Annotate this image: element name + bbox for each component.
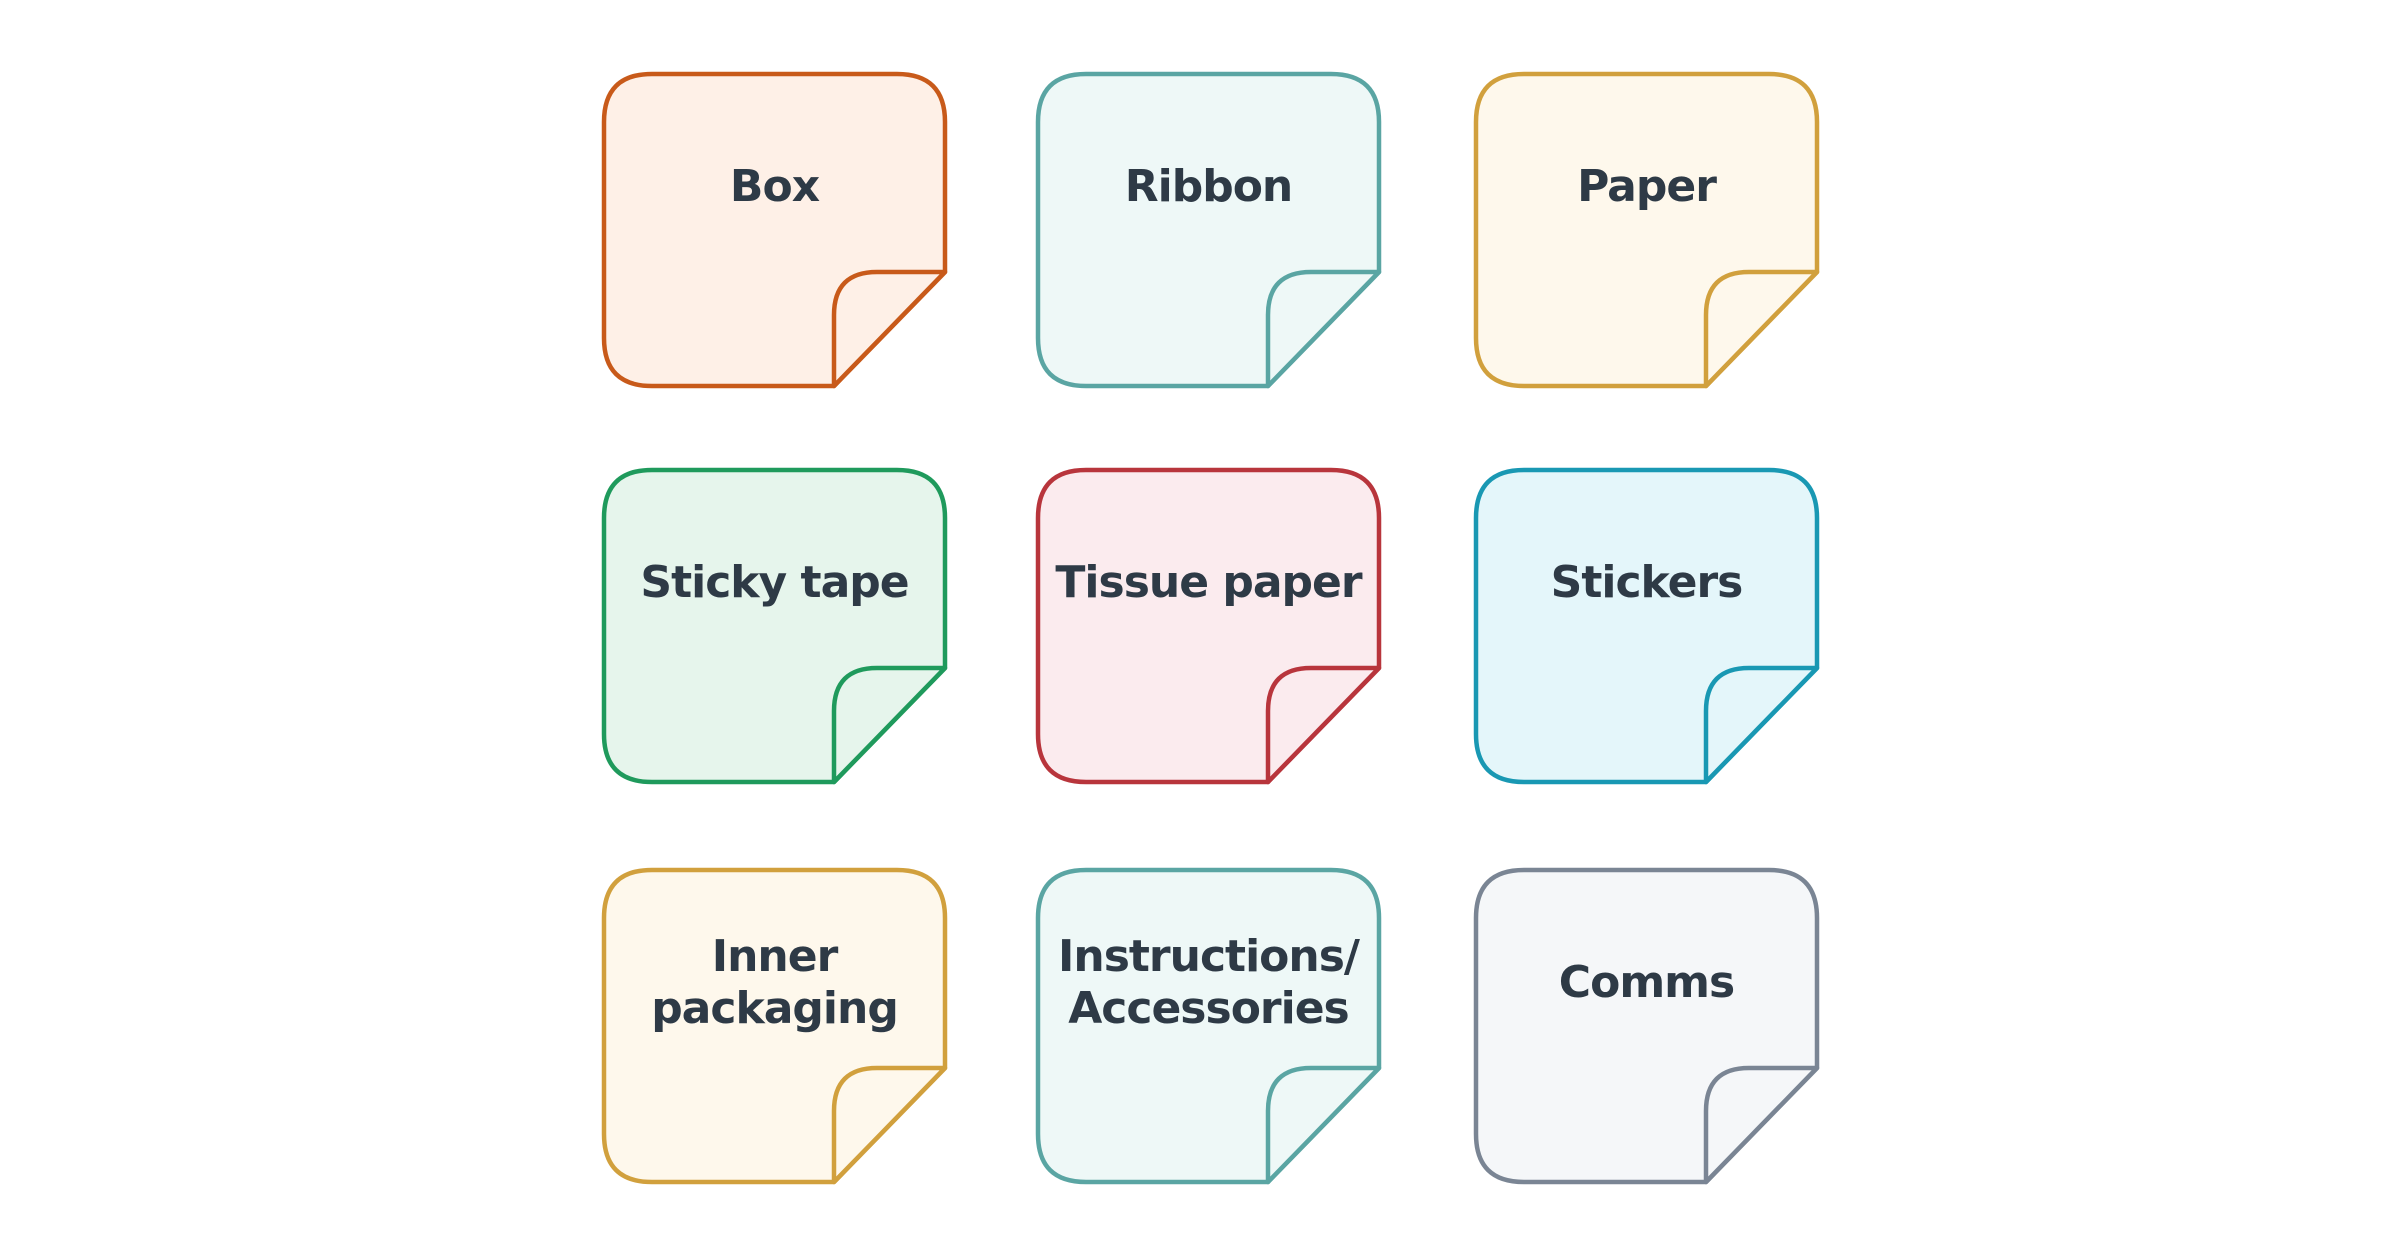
sticky-note-icon [1473, 467, 1820, 785]
sticky-note-icon [1035, 867, 1382, 1185]
note-label: Box [729, 161, 820, 212]
sticky-note-comms: Comms [1473, 867, 1820, 1185]
sticky-note-icon [1473, 867, 1820, 1185]
note-label: Sticky tape [640, 557, 909, 608]
sticky-note-icon [1035, 467, 1382, 785]
note-label: Inner packaging [651, 931, 899, 1034]
note-label: Ribbon [1124, 161, 1294, 212]
sticky-note-ribbon: Ribbon [1035, 71, 1382, 389]
sticky-note-sticky-tape: Sticky tape [601, 467, 948, 785]
sticky-note-icon [601, 867, 948, 1185]
sticky-note-stickers: Stickers [1473, 467, 1820, 785]
sticky-note-box: Box [601, 71, 948, 389]
note-label: Stickers [1550, 557, 1744, 608]
sticky-note-instructions-accessories: Instructions/ Accessories [1035, 867, 1382, 1185]
sticky-note-icon [601, 467, 948, 785]
note-label: Instructions/ Accessories [1058, 931, 1360, 1034]
note-label: Comms [1558, 957, 1735, 1008]
sticky-note-tissue-paper: Tissue paper [1035, 467, 1382, 785]
sticky-note-paper: Paper [1473, 71, 1820, 389]
note-label: Paper [1577, 161, 1717, 212]
sticky-note-inner-packaging: Inner packaging [601, 867, 948, 1185]
sticky-note-icon [1035, 71, 1382, 389]
sticky-note-icon [1473, 71, 1820, 389]
note-label: Tissue paper [1055, 557, 1362, 608]
sticky-note-icon [601, 71, 948, 389]
